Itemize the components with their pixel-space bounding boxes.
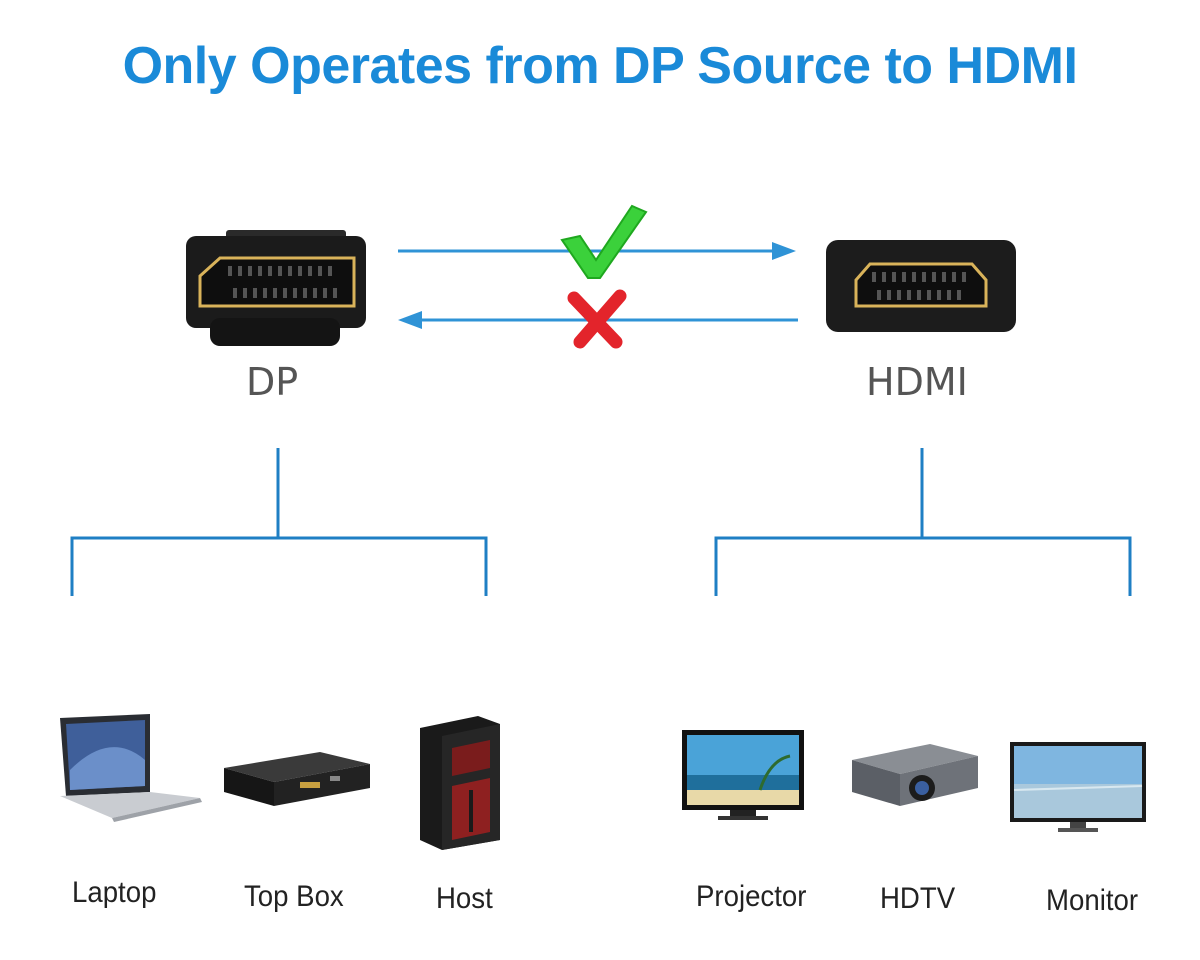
laptop-icon [60, 714, 202, 822]
displayport-connector-icon [186, 230, 366, 346]
arrow-hdmi-to-dp [398, 311, 798, 329]
display-label-hdtv: HDTV [880, 882, 956, 915]
projector-screen-icon [682, 730, 804, 820]
monitor-icon [1010, 742, 1146, 832]
source-label-laptop: Laptop [72, 876, 157, 909]
display-label-projector: Projector [696, 880, 807, 913]
hdmi-label: HDMI [866, 360, 968, 404]
display-branch-lines [714, 448, 1132, 596]
check-icon [560, 204, 648, 279]
source-label-top-box: Top Box [244, 880, 344, 913]
page-title: Only Operates from DP Source to HDMI [122, 37, 1078, 95]
display-label-monitor: Monitor [1046, 884, 1139, 917]
projector-icon [852, 744, 978, 806]
set-top-box-icon [224, 752, 370, 806]
cross-icon [567, 289, 627, 349]
pc-tower-icon [420, 716, 500, 850]
hdmi-connector-icon [826, 240, 1016, 332]
source-label-host: Host [436, 882, 493, 915]
source-branch-lines [70, 448, 488, 596]
dp-label: DP [246, 360, 299, 404]
